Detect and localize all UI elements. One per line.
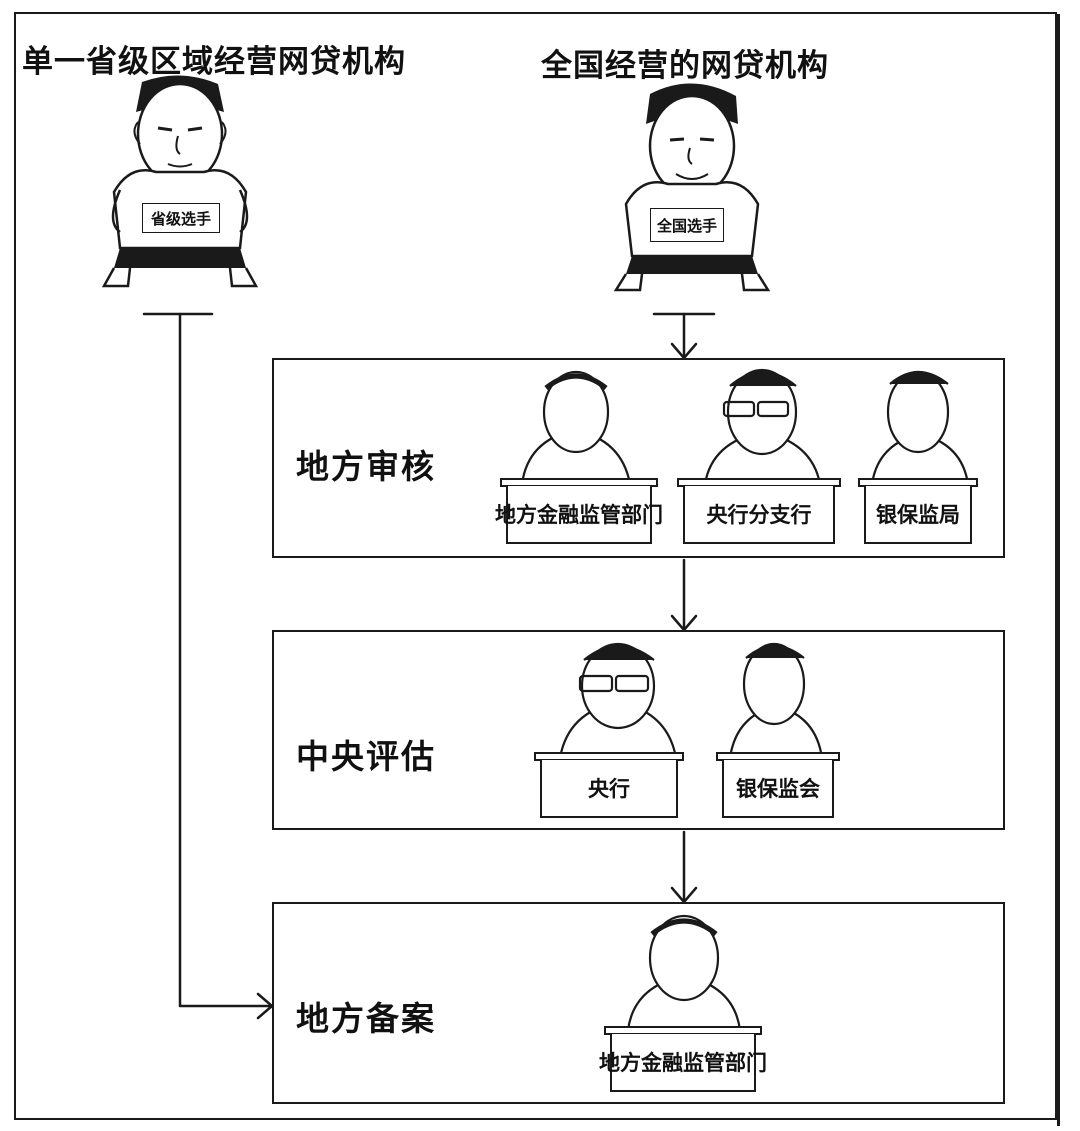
national-badge: 全国选手 [650, 208, 724, 242]
national-route-arrowhead [670, 342, 698, 360]
review-to-eval-arrowhead [670, 614, 698, 632]
provincial-badge: 省级选手 [142, 203, 220, 233]
outer-frame [14, 12, 1057, 1120]
provincial-route-arrowhead [256, 992, 274, 1020]
desk-cbirc-bureau: 银保监局 [858, 478, 978, 544]
central-eval-label: 中央评估 [296, 737, 436, 776]
local-review-label: 地方审核 [296, 447, 436, 486]
desk-local-finance-regulator: 地方金融监管部门 [495, 478, 663, 544]
desk-cbirc: 银保监会 [716, 752, 840, 818]
frame-edge [1057, 14, 1060, 1126]
desk-local-finance-regulator-filing: 地方金融监管部门 [599, 1026, 767, 1092]
national-title: 全国经营的网贷机构 [541, 48, 829, 84]
eval-to-filing-arrowhead [670, 886, 698, 904]
provincial-title: 单一省级区域经营网贷机构 [22, 44, 406, 80]
local-filing-label: 地方备案 [296, 999, 436, 1038]
desk-pboc-branch: 央行分支行 [677, 478, 841, 544]
desk-pboc: 央行 [534, 752, 684, 818]
provincial-route-line [178, 312, 272, 1008]
